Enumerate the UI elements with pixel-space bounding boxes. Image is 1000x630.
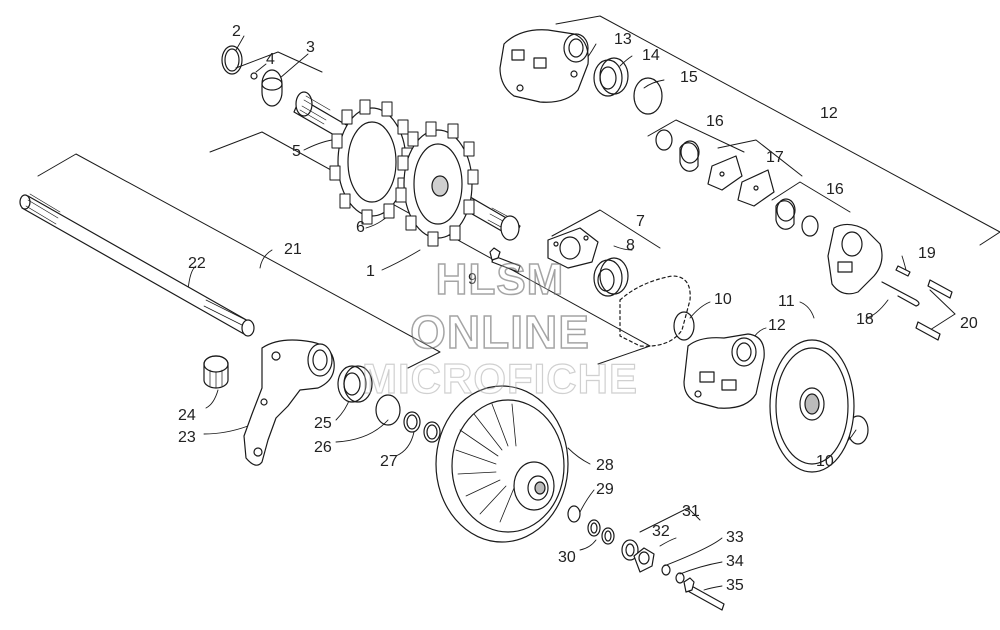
bearing-3 bbox=[261, 69, 283, 107]
callout-3: 3 bbox=[306, 39, 315, 56]
callout-6: 6 bbox=[356, 219, 365, 236]
callout-10a: 10 bbox=[714, 291, 732, 308]
callout-16a: 16 bbox=[706, 113, 724, 130]
washers-30 bbox=[587, 519, 615, 545]
caliper-half-right bbox=[827, 223, 883, 295]
callout-30: 30 bbox=[558, 549, 576, 566]
callout-14: 14 bbox=[642, 47, 660, 64]
o-ring-15 bbox=[633, 77, 663, 115]
bolt-35 bbox=[683, 577, 725, 611]
snap-ring-26 bbox=[375, 394, 401, 426]
screw-13 bbox=[570, 70, 578, 78]
callout-9: 9 bbox=[468, 271, 477, 288]
gasket bbox=[619, 275, 691, 347]
callout-12a: 12 bbox=[768, 317, 786, 334]
callout-5: 5 bbox=[292, 143, 301, 160]
sprocket-6a bbox=[329, 99, 413, 225]
callout-7: 7 bbox=[636, 213, 645, 230]
brake-disc-11 bbox=[769, 339, 855, 473]
pistons-16a bbox=[655, 129, 700, 172]
bearing-14 bbox=[593, 57, 629, 97]
washers-27 bbox=[403, 411, 441, 443]
callout-2: 2 bbox=[232, 23, 241, 40]
driven-clutch-28 bbox=[435, 385, 569, 543]
callout-28: 28 bbox=[596, 457, 614, 474]
flange-7 bbox=[547, 227, 599, 269]
callout-27: 27 bbox=[380, 453, 398, 470]
callout-19: 19 bbox=[918, 245, 936, 262]
callout-31: 31 bbox=[682, 503, 700, 520]
callout-26: 26 bbox=[314, 439, 332, 456]
callout-29: 29 bbox=[596, 481, 614, 498]
callout-22: 22 bbox=[188, 255, 206, 272]
bracket-23 bbox=[243, 339, 335, 466]
bolt-9 bbox=[489, 247, 521, 273]
caliper-12-upper bbox=[499, 29, 589, 103]
snap-ring-2 bbox=[221, 45, 243, 75]
pistons-16b bbox=[775, 198, 819, 237]
callout-11: 11 bbox=[778, 293, 795, 310]
assembly-brackets bbox=[37, 15, 1000, 533]
bolts-20 bbox=[915, 279, 953, 341]
callout-13: 13 bbox=[614, 31, 632, 48]
brake-pads-17 bbox=[707, 155, 775, 207]
callout-24: 24 bbox=[178, 407, 196, 424]
snap-ring-29 bbox=[567, 505, 581, 523]
callout-34: 34 bbox=[726, 553, 744, 570]
callout-17: 17 bbox=[766, 149, 784, 166]
callout-20: 20 bbox=[960, 315, 978, 332]
callout-33: 33 bbox=[726, 529, 744, 546]
ball-4 bbox=[250, 72, 258, 80]
callout-4: 4 bbox=[266, 51, 275, 68]
callout-labels: 2 3 4 5 6 1 7 8 9 10 10 11 12 12 13 14 1… bbox=[178, 23, 978, 594]
spring-clip-18 bbox=[881, 281, 920, 307]
callout-35: 35 bbox=[726, 577, 744, 594]
callout-21: 21 bbox=[284, 241, 302, 258]
bearing-8 bbox=[593, 257, 629, 297]
washer-34 bbox=[661, 564, 671, 576]
callout-18: 18 bbox=[856, 311, 874, 328]
callout-15: 15 bbox=[680, 69, 698, 86]
callout-8: 8 bbox=[626, 237, 635, 254]
snap-ring-10a bbox=[673, 311, 695, 341]
callout-32: 32 bbox=[652, 523, 670, 540]
callout-16b: 16 bbox=[826, 181, 844, 198]
bearing-24 bbox=[203, 355, 229, 389]
pin-19 bbox=[895, 265, 911, 277]
jackshaft-22 bbox=[19, 193, 255, 337]
callout-12b: 12 bbox=[820, 105, 838, 122]
washer-34b bbox=[675, 572, 685, 584]
sprocket-6b bbox=[395, 121, 479, 247]
spacer-32 bbox=[621, 539, 639, 561]
callout-23: 23 bbox=[178, 429, 196, 446]
callout-1: 1 bbox=[366, 263, 375, 280]
washer-33 bbox=[633, 547, 655, 573]
callout-10b: 10 bbox=[816, 453, 834, 470]
bearing-25 bbox=[337, 365, 373, 403]
leader-lines bbox=[187, 35, 907, 591]
caliper-12-lower bbox=[683, 333, 765, 409]
callout-25: 25 bbox=[314, 415, 332, 432]
